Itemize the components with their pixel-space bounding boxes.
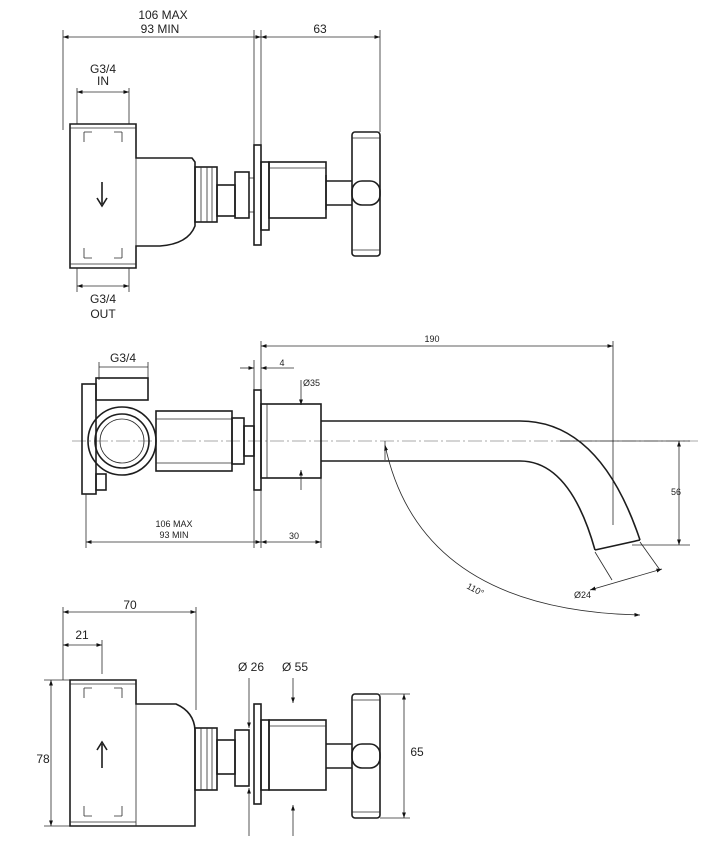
side-dim-106-max: 106 MAX (155, 519, 192, 529)
inlet-size-label: G3/4 (90, 62, 116, 76)
spout (321, 420, 641, 541)
side-thread-label: G3/4 (110, 351, 136, 365)
outlet-size-label: G3/4 (90, 292, 116, 306)
bottom-view: 70 21 78 (36, 598, 424, 836)
bottom-dim-70: 70 (123, 598, 137, 612)
top-view: 106 MAX 93 MIN 63 G3/4 IN (62, 8, 381, 321)
side-dim-93-min: 93 MIN (159, 530, 188, 540)
side-dim-190: 190 (424, 334, 439, 344)
bottom-dia-26: Ø 26 (238, 660, 264, 674)
side-dim-30: 30 (289, 531, 299, 541)
top-dim-63: 63 (313, 22, 327, 36)
side-angle-label: 110° (465, 581, 486, 598)
inlet-label: IN (97, 74, 109, 88)
valve-body-top (69, 123, 381, 269)
angle-arc (384, 444, 641, 617)
side-dia-35: Ø35 (303, 378, 320, 388)
bottom-dim-21: 21 (75, 628, 89, 642)
bottom-dim-78: 78 (36, 752, 50, 766)
side-view: 190 4 Ø35 G3/4 (72, 334, 698, 617)
valve-body-bottom (69, 679, 381, 827)
bottom-dim-65: 65 (410, 745, 424, 759)
side-dia-24: Ø24 (574, 590, 591, 600)
top-dim-106-max: 106 MAX (138, 8, 187, 22)
top-dim-93-min: 93 MIN (141, 22, 180, 36)
outlet-label: OUT (90, 307, 116, 321)
bottom-dia-55: Ø 55 (282, 660, 308, 674)
side-dim-4: 4 (279, 358, 284, 368)
side-dim-56: 56 (671, 487, 681, 497)
